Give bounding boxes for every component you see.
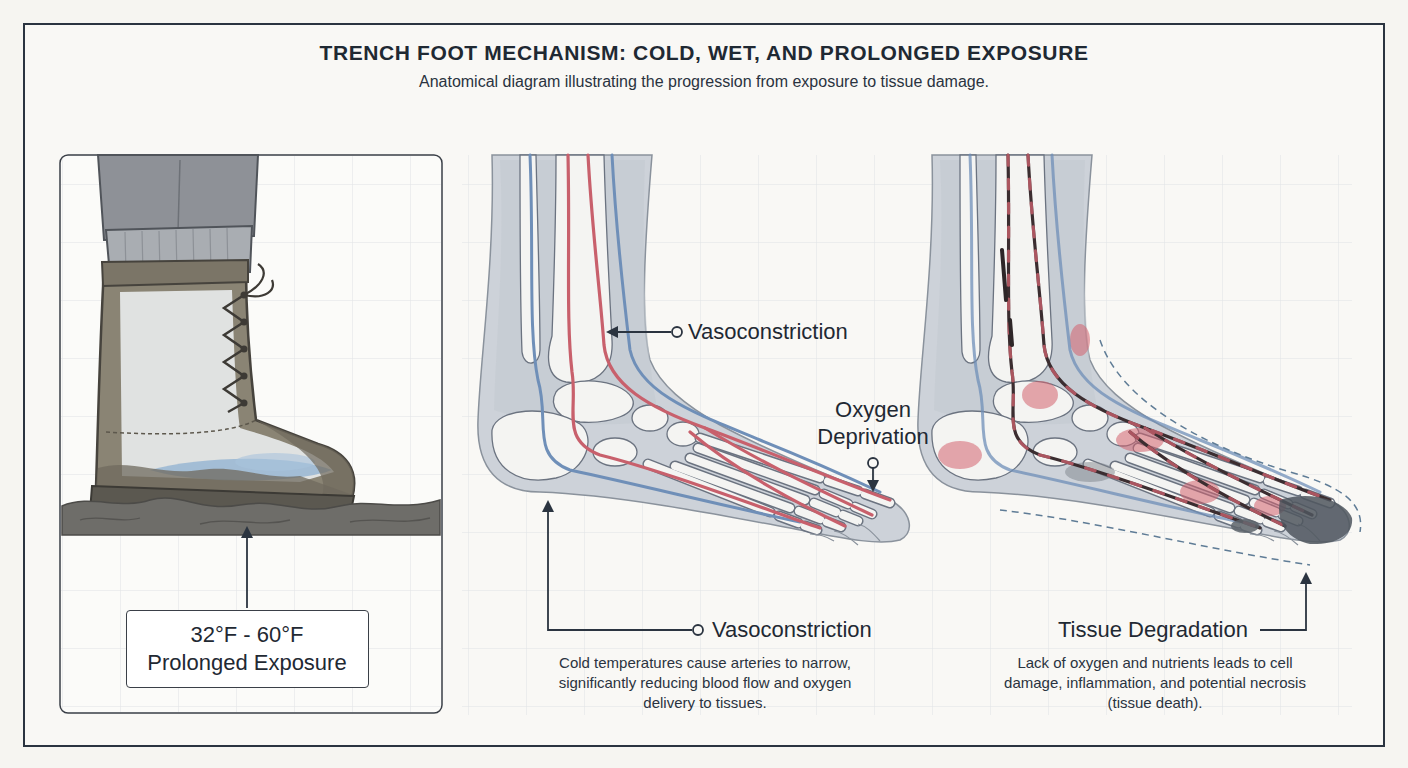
trouser-crease — [178, 160, 180, 232]
veins — [970, 155, 1320, 522]
artery-remnants — [1008, 155, 1330, 528]
veins — [530, 155, 880, 522]
swelling-outline — [1100, 340, 1361, 532]
foot-bones — [918, 155, 1349, 545]
healthy-foot-anatomy — [478, 155, 909, 545]
leader-line — [1260, 584, 1306, 630]
leader-line — [548, 512, 692, 630]
arteries — [568, 155, 890, 528]
boot-stitching — [106, 420, 256, 434]
eyelets — [241, 292, 248, 407]
diagram-title: TRENCH FOOT MECHANISM: COLD, WET, AND PR… — [0, 40, 1408, 66]
outer-frame — [24, 24, 1384, 746]
leader-arrowheads — [241, 326, 1312, 584]
stage-description: Lack of oxygen and nutrients leads to ce… — [1000, 653, 1310, 713]
exposure-panel — [60, 155, 442, 713]
swelling-outline — [1000, 510, 1310, 565]
leader-dots — [672, 327, 878, 635]
necrotic-toes — [1279, 496, 1352, 544]
leader-line — [872, 468, 874, 482]
condition-box: 32°F - 60°F Prolonged Exposure — [126, 610, 369, 688]
mud-ground — [62, 498, 440, 535]
inflamed-patches — [938, 324, 1286, 516]
mud-texture — [80, 518, 430, 524]
damaged-arteries — [1008, 155, 1330, 528]
boot-laces — [224, 295, 244, 412]
foot-bones — [478, 155, 909, 545]
wet-foot-inside — [120, 290, 334, 482]
stage-heading: Vasoconstriction — [712, 616, 872, 643]
diagram-caption: Anatomical diagram illustrating the prog… — [0, 72, 1408, 92]
leader-line — [616, 331, 671, 333]
leader-lines — [247, 332, 1306, 630]
boot-shell — [96, 266, 354, 498]
necrotic-toe — [1231, 519, 1259, 533]
wet-boot-illustration — [62, 155, 440, 535]
box-text: 32°F - 60°F Prolonged Exposure — [143, 621, 351, 676]
callout-label: Oxygen Deprivation — [798, 396, 948, 450]
panel-grid — [61, 156, 441, 712]
stage-description: Cold temperatures cause arteries to narr… — [540, 653, 870, 713]
boot-cuff — [102, 260, 248, 286]
callout-label: Vasoconstriction — [688, 318, 848, 345]
lace-bow — [244, 264, 273, 296]
dark-streak — [1002, 250, 1012, 345]
leader-line — [246, 536, 248, 608]
stage-heading: Tissue Degradation — [1058, 616, 1248, 643]
damaged-foot-anatomy — [918, 155, 1361, 565]
grid-background — [462, 155, 1352, 715]
water-pool — [235, 453, 315, 471]
